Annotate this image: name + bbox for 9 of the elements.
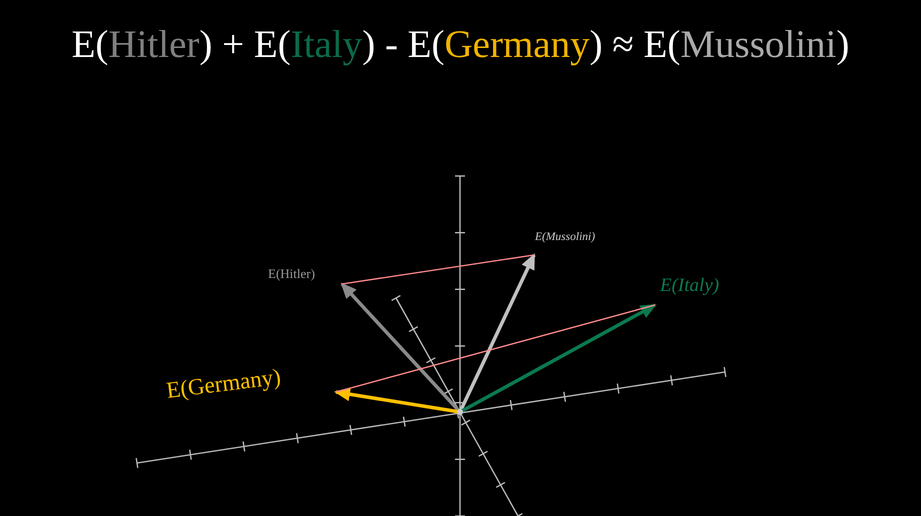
vector-label: E(Hitler) xyxy=(268,267,315,280)
connecting-line xyxy=(336,304,656,393)
vector-arrow xyxy=(459,303,657,414)
vector-arrow xyxy=(334,387,460,414)
vector-label: E(Mussolini) xyxy=(535,232,596,244)
vector-label: E(Italy) xyxy=(660,276,720,295)
connecting-line xyxy=(342,254,534,285)
equation-title: E(Hitler) + E(Italy) - E(Germany) ≈ E(Mussolini) xyxy=(70,22,850,67)
vector-label: E(Germany) xyxy=(165,365,282,402)
